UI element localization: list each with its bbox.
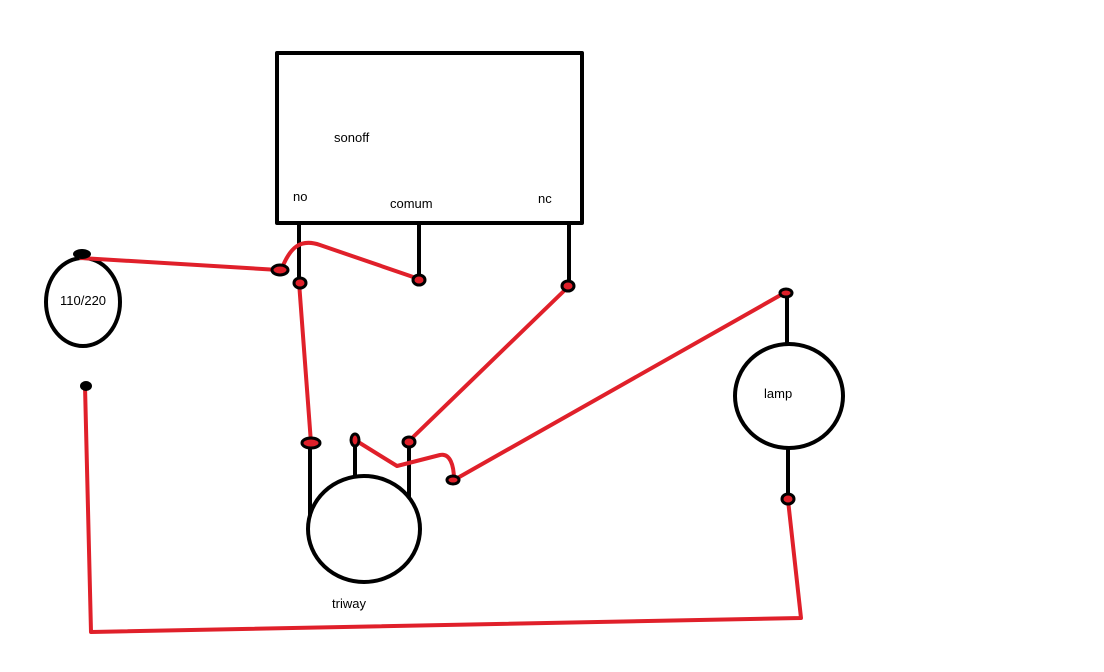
lamp: lamp [733, 291, 845, 500]
triway-jumper-terminal [445, 474, 461, 486]
sonoff-box [275, 51, 584, 225]
source-bottom-terminal [80, 381, 92, 391]
triway-circle [306, 474, 422, 584]
sonoff-label: sonoff [334, 130, 370, 145]
terminals [73, 249, 796, 506]
lamp-bottom-terminal [780, 492, 796, 506]
lamp-label: lamp [764, 386, 792, 401]
wire-jumper-to-comum [280, 240, 421, 281]
nc-terminal [560, 279, 576, 293]
no-terminal [292, 276, 308, 290]
nc-terminal-label: nc [538, 191, 552, 206]
comum-terminal-label: comum [390, 196, 433, 211]
wire-no-to-triway [297, 280, 313, 445]
power-source: 110/220 [44, 256, 122, 348]
sonoff-module: sonoff no comum nc [275, 51, 584, 286]
triway-left-terminal [300, 436, 322, 450]
wires [79, 240, 803, 634]
triway-right-terminal [401, 435, 417, 449]
wire-source-to-no [79, 256, 281, 272]
triway-label: triway [332, 596, 366, 611]
triway-switch: triway [306, 438, 422, 611]
wire-triway-to-lamp [353, 290, 788, 482]
triway-middle-terminal [349, 432, 361, 448]
lamp-top-terminal [778, 287, 794, 299]
wire-nc-to-triway [407, 285, 570, 443]
wire-return-loop [83, 384, 803, 634]
no-terminal-label: no [293, 189, 307, 204]
source-top-terminal [73, 249, 91, 259]
comum-terminal [411, 273, 427, 287]
no-jumper-terminal [270, 263, 290, 277]
power-source-label: 110/220 [60, 293, 106, 308]
